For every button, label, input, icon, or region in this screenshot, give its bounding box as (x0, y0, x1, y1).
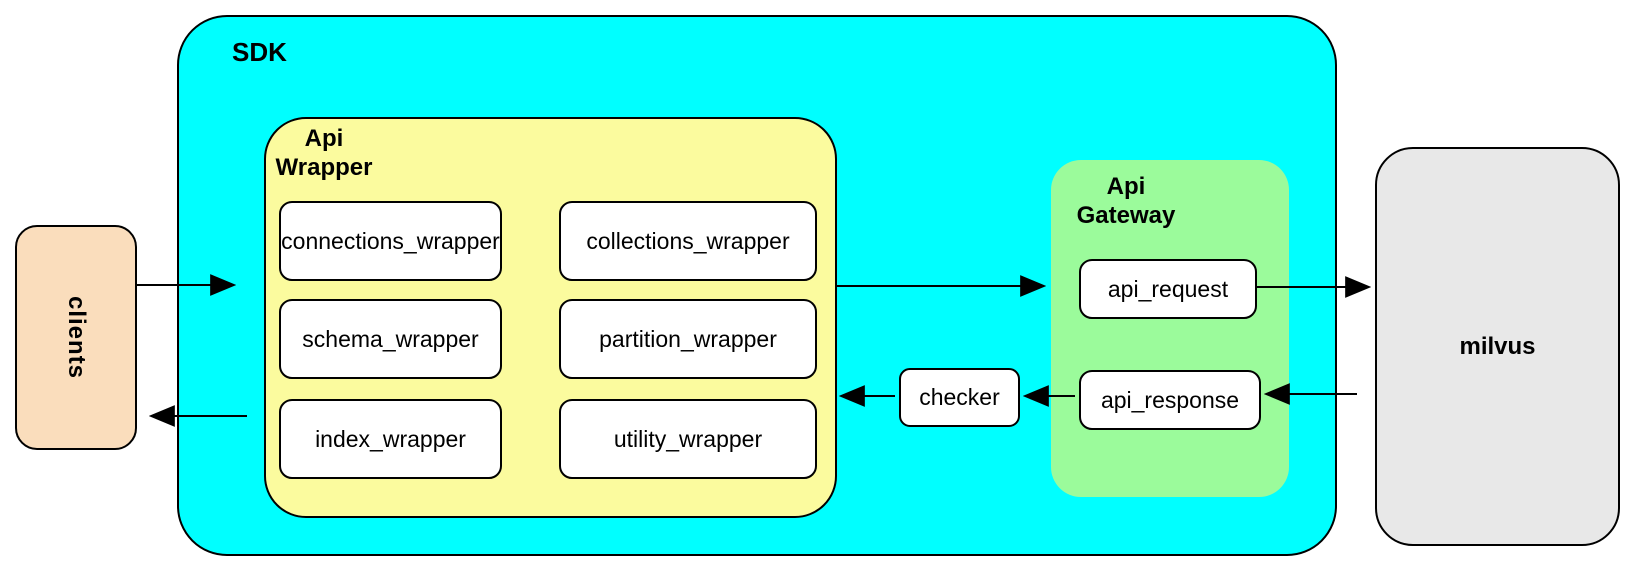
wrapper-box-partition: partition_wrapper (559, 299, 817, 379)
wrapper-box-connections: connections_wrapper (279, 201, 502, 281)
api-gateway-container: Api Gateway api_request api_response (1051, 160, 1289, 497)
milvus-label: milvus (1459, 332, 1536, 360)
sdk-label: SDK (232, 37, 287, 67)
sdk-container: SDK Api Wrapper connections_wrapper coll… (177, 15, 1337, 556)
wrapper-box-collections: collections_wrapper (559, 201, 817, 281)
clients-node: clients (15, 225, 137, 450)
api-response-node: api_response (1079, 370, 1261, 430)
wrapper-box-schema: schema_wrapper (279, 299, 502, 379)
api-wrapper-container: Api Wrapper connections_wrapper collecti… (264, 117, 837, 518)
wrapper-box-utility: utility_wrapper (559, 399, 817, 479)
checker-node: checker (899, 368, 1020, 427)
milvus-node: milvus (1375, 147, 1620, 546)
api-request-node: api_request (1079, 259, 1257, 319)
clients-label: clients (63, 295, 90, 380)
wrapper-box-index: index_wrapper (279, 399, 502, 479)
api-gateway-label: Api Gateway (1076, 173, 1176, 229)
api-wrapper-label: Api Wrapper (275, 125, 373, 181)
